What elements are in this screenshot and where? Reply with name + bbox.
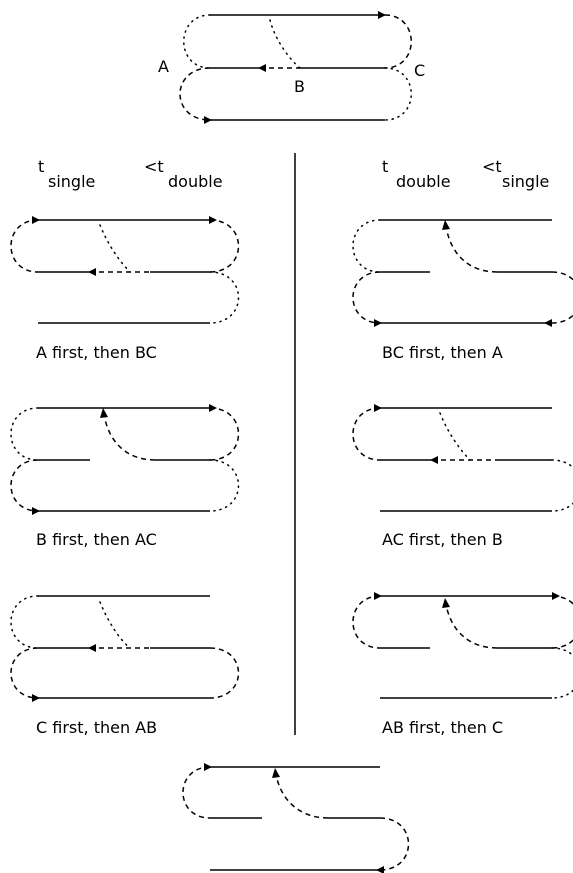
left-header-sub2: double — [168, 172, 223, 191]
left-header-sub1: single — [48, 172, 95, 191]
caption-left-2: B first, then AC — [36, 530, 157, 549]
right-header-t1: t — [382, 157, 388, 176]
left-column-header: t single <t double — [38, 157, 223, 191]
diagram-right-2 — [352, 404, 573, 512]
left-header-lt: <t — [144, 157, 164, 176]
label-c: C — [414, 61, 425, 80]
caption-right-3: AB first, then C — [382, 718, 503, 737]
caption-right-1: BC first, then A — [382, 343, 503, 362]
left-header-t1: t — [38, 157, 44, 176]
diagram-right-3 — [352, 592, 573, 699]
caption-left-1: A first, then BC — [36, 343, 157, 362]
bottom-diagram — [182, 763, 410, 873]
right-header-lt: <t — [482, 157, 502, 176]
caption-left-3: C first, then AB — [36, 718, 157, 737]
right-header-sub1: double — [396, 172, 451, 191]
right-column-header: t double <t single — [382, 157, 549, 191]
caption-right-2: AC first, then B — [382, 530, 503, 549]
diagram-right-1 — [352, 219, 573, 327]
label-a: A — [158, 57, 169, 76]
diagram-left-3 — [10, 595, 240, 702]
diagram-left-2 — [10, 404, 240, 515]
diagram-left-1 — [10, 216, 240, 324]
top-diagram: A B C — [158, 11, 425, 124]
right-header-sub2: single — [502, 172, 549, 191]
label-b: B — [294, 77, 305, 96]
